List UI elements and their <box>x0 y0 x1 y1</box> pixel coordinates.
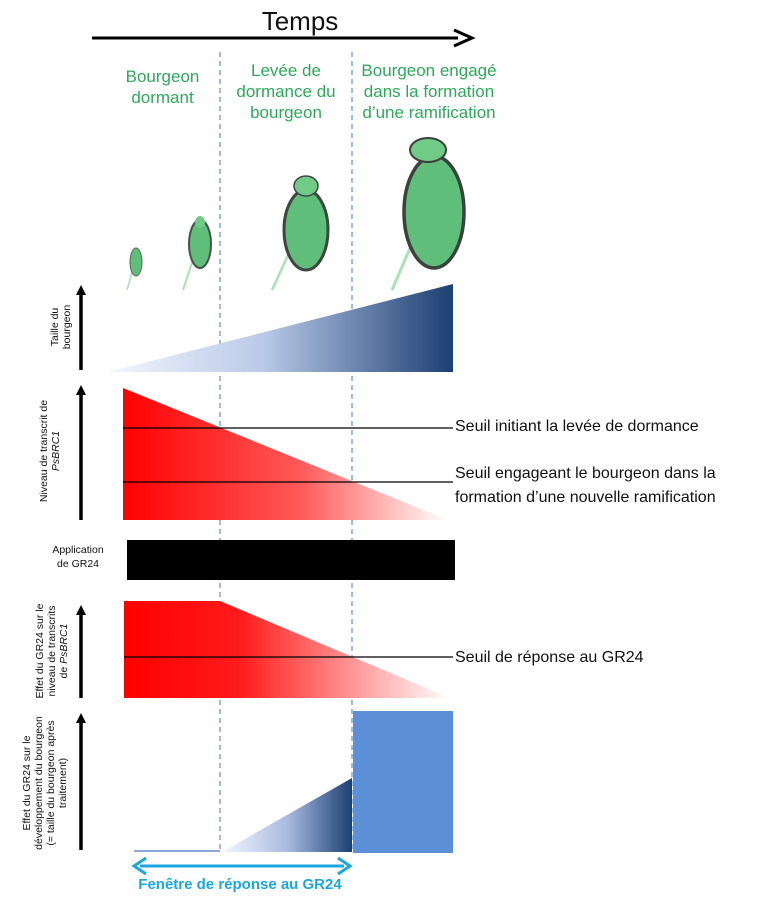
effect-development-axis-label: Effet du GR24 sur le développement du bo… <box>21 716 69 850</box>
response-block <box>353 711 453 853</box>
bud-4-icon <box>390 137 466 291</box>
phase-label-dormant: Bourgeon dormant <box>125 67 200 107</box>
time-label: Temps <box>261 6 339 36</box>
bud-1-icon <box>126 247 143 291</box>
size-panel <box>76 284 453 372</box>
threshold-1-label: Seuil initiant la levée de dormance <box>455 418 699 435</box>
time-arrow <box>92 28 476 48</box>
development-triangle <box>222 778 352 852</box>
threshold-2-label: Seuil engageant le bourgeon dans la form… <box>455 465 716 506</box>
phase-label-engaged: Bourgeon engagé dans la formation d’une … <box>361 61 497 122</box>
effect-development-panel <box>76 711 453 853</box>
transcript-panel <box>76 385 453 520</box>
gr24-application-bar <box>127 540 455 580</box>
effect-transcript-axis-label: Effet du GR24 sur le niveau de transcrit… <box>34 603 70 699</box>
effect-transcript-panel <box>76 601 453 698</box>
bud-3-icon <box>270 175 330 291</box>
phase-label-release: Levée de dormance du bourgeon <box>236 61 336 122</box>
transcript-triangle <box>123 388 448 520</box>
response-threshold-label: Seuil de réponse au GR24 <box>455 649 644 666</box>
effect-transcript-shape <box>124 601 450 698</box>
response-window-arrow <box>131 856 353 876</box>
size-gradient-triangle <box>108 284 453 372</box>
bud-2-icon <box>182 216 212 291</box>
transcript-axis-label: Niveau de transcrit de PsBRC1 <box>38 399 62 503</box>
size-axis-label: Taille du bourgeon <box>49 304 73 350</box>
response-window-label: Fenêtre de réponse au GR24 <box>138 876 342 893</box>
bud-illustrations <box>126 137 466 291</box>
application-label: Application de GR24 <box>52 544 104 570</box>
